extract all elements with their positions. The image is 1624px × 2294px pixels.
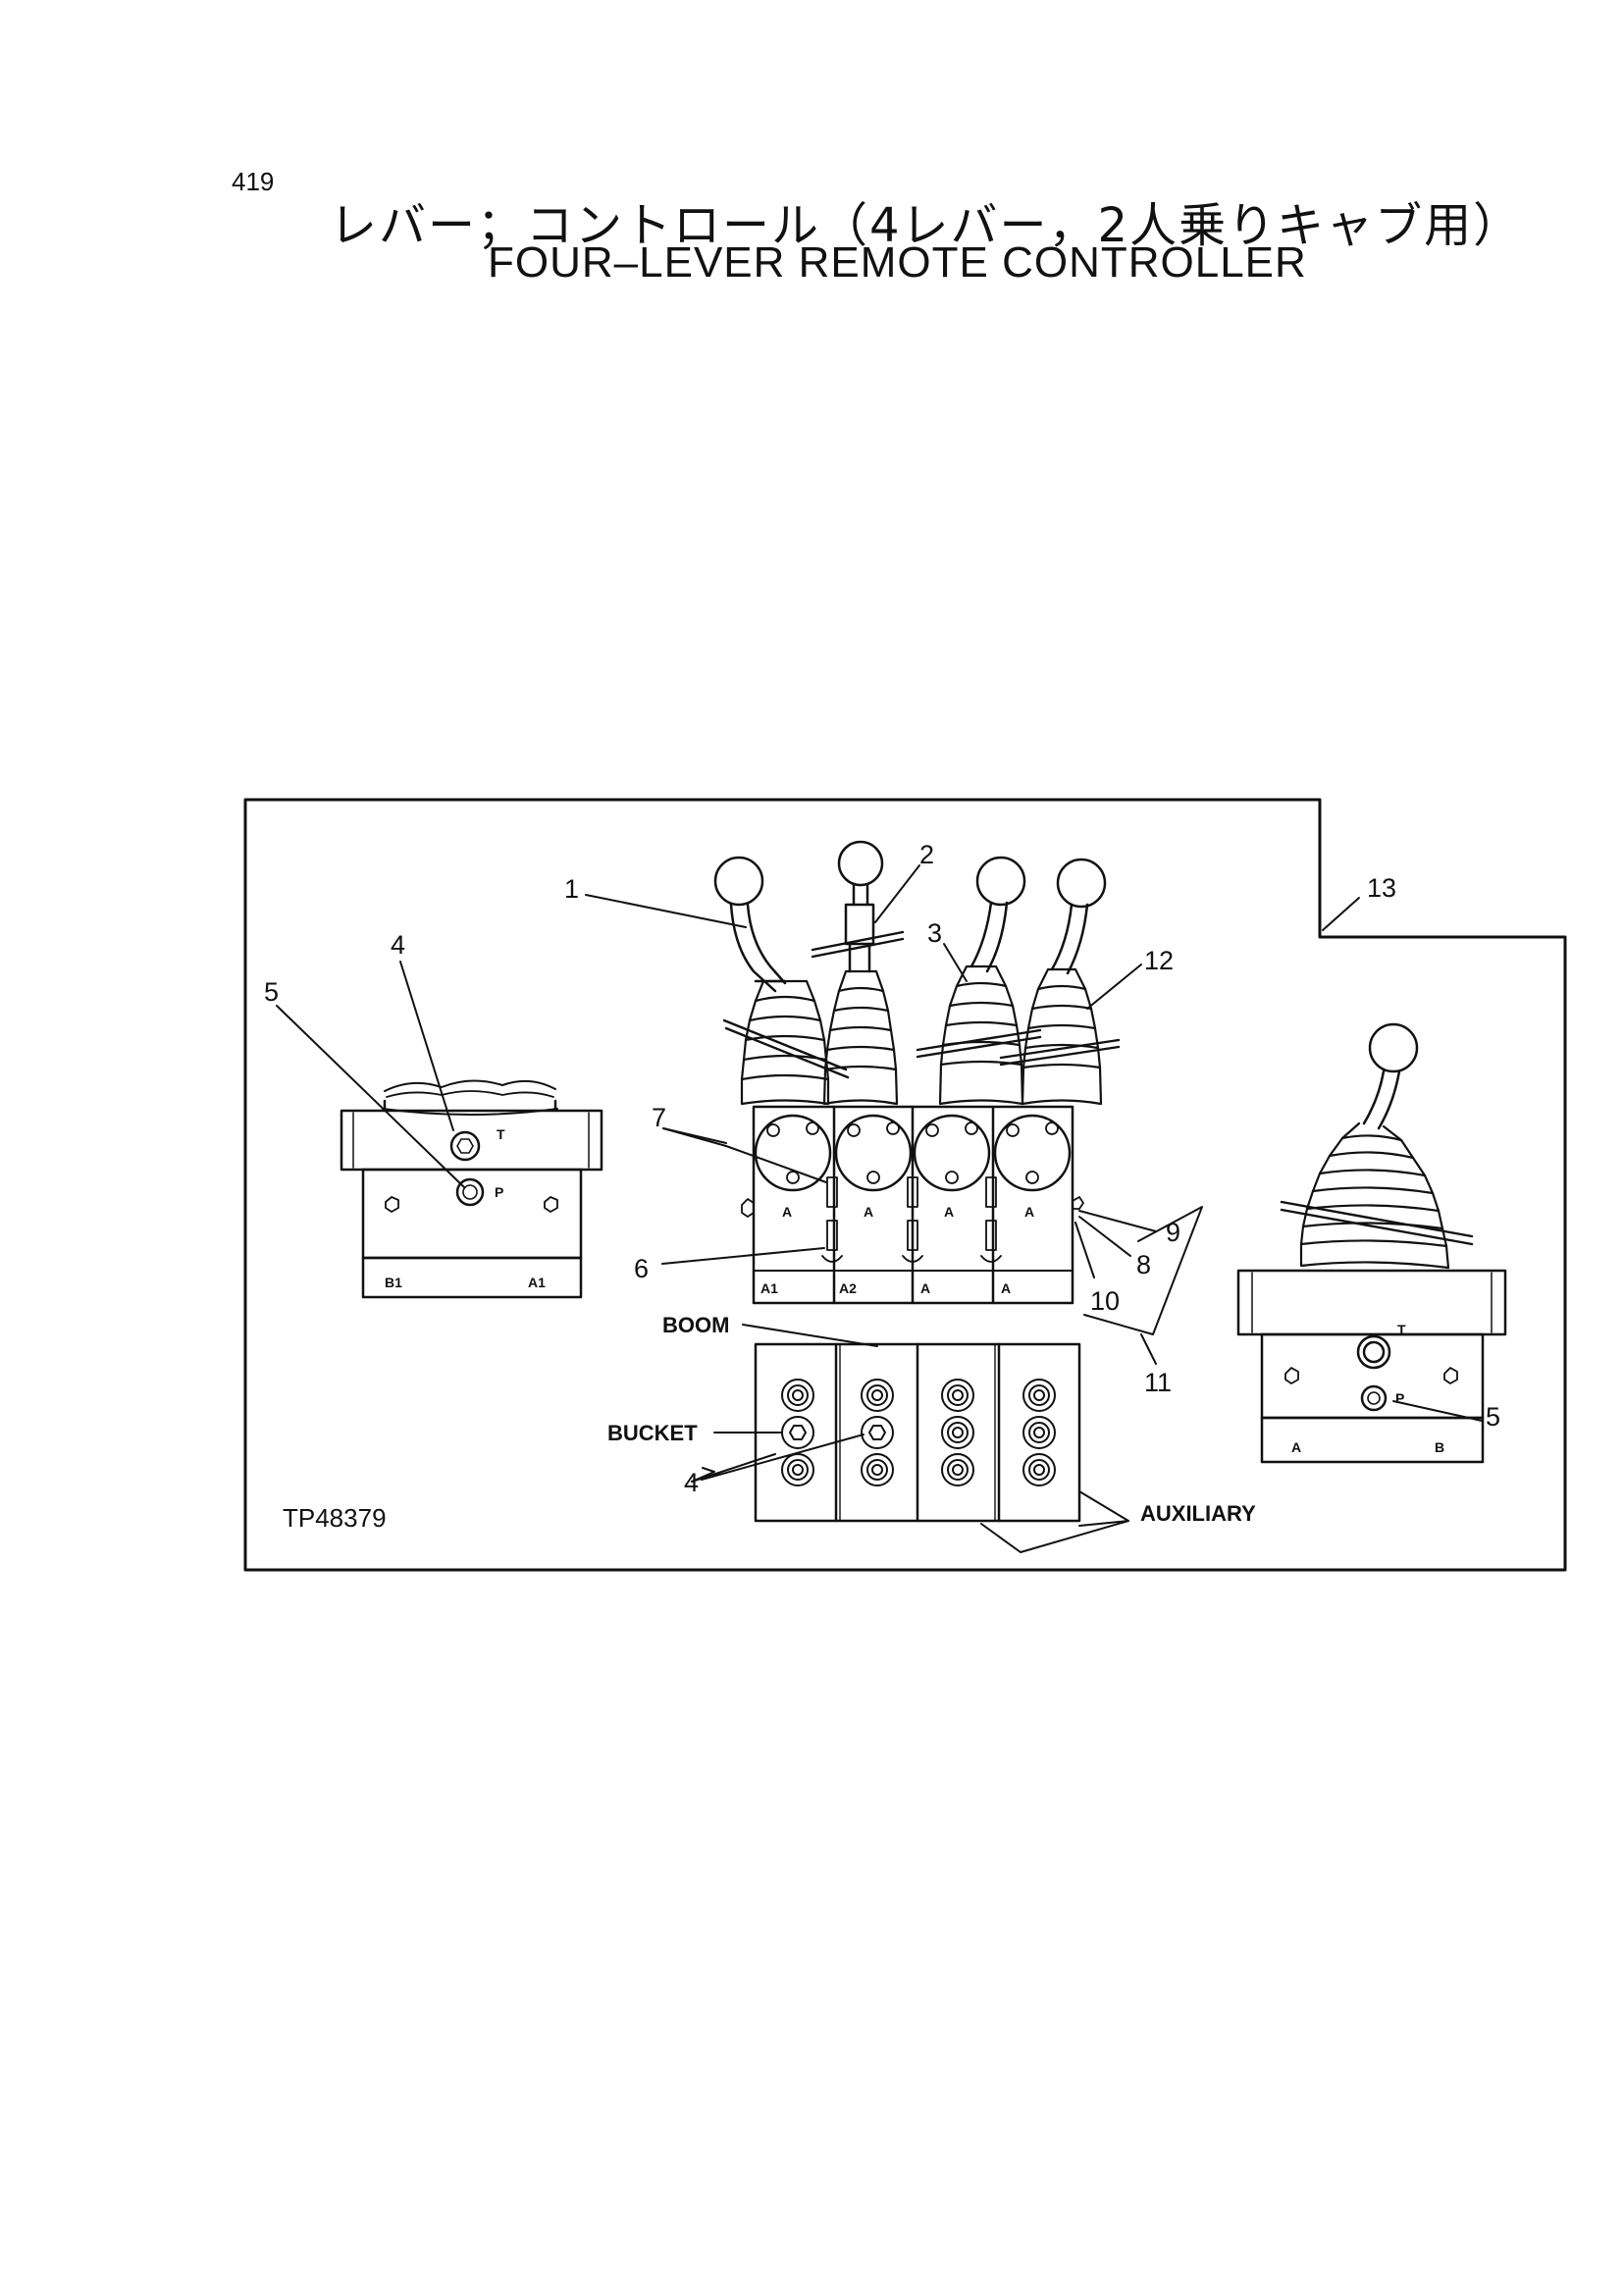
callout-11: 11 — [1144, 1368, 1172, 1397]
callout-13: 13 — [1367, 873, 1396, 903]
callout-7: 7 — [652, 1103, 666, 1132]
rubber-boots — [740, 965, 1103, 1106]
port-p-label-left: P — [495, 1184, 503, 1200]
port-a-label: A — [1024, 1204, 1034, 1220]
bucket-label: BUCKET — [607, 1421, 698, 1445]
callout-4-left: 4 — [391, 930, 405, 960]
port-a-label: A — [944, 1204, 954, 1220]
drawing-number: TP48379 — [283, 1503, 387, 1533]
title-english: FOUR–LEVER REMOTE CONTROLLER — [488, 238, 1307, 287]
lever-3 — [969, 856, 1026, 973]
auxiliary-label: AUXILIARY — [1140, 1501, 1256, 1526]
diagram-frame — [243, 798, 1567, 1572]
lever-4 — [1050, 858, 1107, 975]
port-p-label-right: P — [1395, 1390, 1404, 1406]
callout-9: 9 — [1166, 1218, 1180, 1247]
port-a-label: A — [864, 1204, 873, 1220]
right-side-view: T P A B — [1236, 1022, 1507, 1464]
port-t-label-left: T — [497, 1126, 505, 1142]
port-a1-label: A1 — [760, 1280, 778, 1296]
callout-2: 2 — [919, 840, 934, 869]
port-b-label-right: B — [1435, 1439, 1444, 1455]
port-b1-label-left: B1 — [385, 1275, 402, 1290]
four-lever-assembly: A A A A A1 A2 A A — [713, 840, 1121, 1305]
callout-5-left: 5 — [264, 977, 279, 1007]
callout-5-right: 5 — [1486, 1402, 1500, 1432]
title-japanese: レバー；コントロール（4レバー，2人乗りキャブ用） — [330, 198, 1523, 253]
port-a2-label: A2 — [839, 1280, 857, 1296]
left-side-view: T P B1 A1 — [340, 1079, 603, 1299]
callout-6: 6 — [634, 1254, 649, 1283]
callout-4-bottom: 4 — [684, 1468, 699, 1497]
page-number: 419 — [232, 167, 275, 196]
port-a-label-right: A — [1291, 1439, 1301, 1455]
callout-12: 12 — [1144, 946, 1174, 975]
callout-10: 10 — [1090, 1286, 1120, 1316]
lever-2 — [837, 840, 884, 973]
port-a-label: A — [1001, 1280, 1011, 1296]
port-a1-label-left: A1 — [528, 1275, 546, 1290]
boom-label: BOOM — [662, 1313, 729, 1337]
port-t-label-right: T — [1397, 1322, 1406, 1337]
lever-1 — [713, 856, 787, 993]
callout-8: 8 — [1136, 1250, 1151, 1279]
callout-numbers: 1 2 3 4 5 6 7 8 9 10 11 12 13 5 4 — [264, 840, 1500, 1497]
port-a-label: A — [920, 1280, 930, 1296]
port-markings-center: A A A A A1 A2 A A — [760, 1204, 1034, 1296]
callout-1: 1 — [564, 874, 579, 904]
port-block-bottom-view — [754, 1342, 1081, 1523]
port-a-label: A — [782, 1204, 792, 1220]
boot-clamp-bands — [722, 930, 1121, 1079]
callout-3: 3 — [927, 918, 942, 948]
leader-lines — [276, 864, 1483, 1553]
